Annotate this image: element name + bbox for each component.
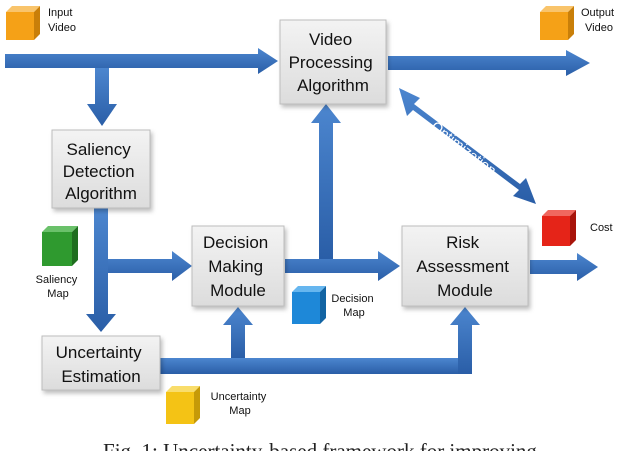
decision-map-label: Decision Map <box>331 293 376 319</box>
saliency-map-cube-icon <box>42 226 78 266</box>
arrows <box>5 48 598 374</box>
input-video-label: Input Video <box>48 7 76 34</box>
arrow-input-to-processing <box>5 48 278 74</box>
output-video-label: Output Video <box>581 7 617 34</box>
saliency-detection-text: Saliency Detection Algorithm <box>63 140 140 203</box>
decision-making-text: Decision Making Module <box>203 233 273 300</box>
box-saliency-detection <box>51 129 151 209</box>
arrow-risk-to-cost <box>530 253 598 281</box>
input-video-cube-icon <box>6 6 40 40</box>
cost-cube-icon <box>542 210 576 246</box>
decision-map-cube-icon <box>292 286 326 324</box>
uncertainty-estimation-text: Uncertainty Estimation <box>56 343 147 386</box>
cost-label: Cost <box>590 222 613 234</box>
box-risk-assessment <box>401 225 529 307</box>
box-video-processing <box>279 19 387 105</box>
arrow-uncertainty-to-risk <box>450 307 480 374</box>
arrow-uncertainty-to-decision <box>223 307 253 358</box>
box-uncertainty-estimation <box>41 335 161 391</box>
box-decision-making <box>191 225 285 307</box>
arrow-decision-to-risk <box>285 251 400 281</box>
arrow-saliency-to-decision <box>108 251 192 281</box>
arrow-decision-to-processing <box>311 104 341 259</box>
arrow-optimization <box>399 88 536 204</box>
uncertainty-map-cube-icon <box>166 386 200 424</box>
arrow-saliency-to-uncertainty <box>86 208 116 332</box>
optimization-label: Optimization <box>428 118 499 179</box>
uncertainty-map-label: Uncertainty Map <box>211 391 270 417</box>
figure-caption: Fig. 1: Uncertainty-based framework for … <box>103 439 537 451</box>
video-processing-text: Video Processing Algorithm <box>289 30 378 95</box>
output-video-cube-icon <box>540 6 574 40</box>
arrow-processing-to-output <box>388 50 590 76</box>
risk-assessment-text: Risk Assessment Module <box>416 233 513 300</box>
arrow-uncertainty-bus <box>160 358 470 374</box>
saliency-map-label: Saliency Map <box>36 274 81 300</box>
arrow-input-to-saliency <box>87 68 117 126</box>
